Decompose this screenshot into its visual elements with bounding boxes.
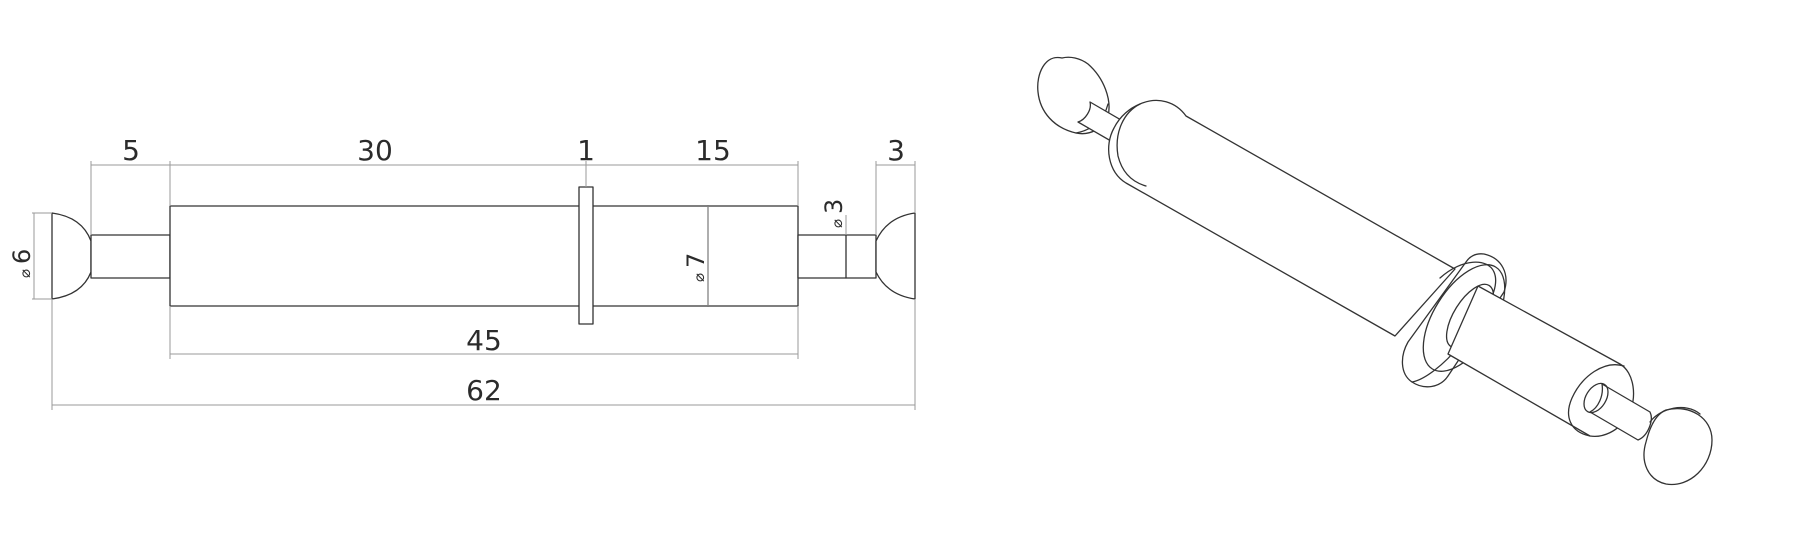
dim-3: 3 — [887, 134, 905, 167]
dimension-lines — [32, 161, 916, 410]
front-view — [51, 186, 916, 325]
right-stub — [797, 234, 877, 279]
iso-main-cylinder — [1108, 99, 1456, 337]
dim-1: 1 — [577, 134, 595, 167]
collar — [578, 186, 594, 325]
dim-phi-3: 3 — [820, 199, 848, 214]
main-body — [169, 205, 799, 307]
iso-lower-stub — [1589, 383, 1652, 441]
left-head — [51, 212, 92, 300]
dim-phi-7-symbol: ⌀ — [690, 273, 708, 282]
dim-15: 15 — [695, 134, 731, 167]
dim-phi-6-symbol: ⌀ — [16, 269, 34, 278]
left-stub — [90, 234, 171, 279]
dim-phi-3-symbol: ⌀ — [828, 219, 846, 228]
dim-45: 45 — [466, 324, 502, 357]
right-head — [875, 212, 916, 300]
dim-phi-6: 6 — [8, 249, 36, 264]
dim-62: 62 — [466, 374, 502, 407]
dimension-labels: 5 30 1 15 3 45 62 ⌀ 6 ⌀ 7 ⌀ 3 — [8, 134, 905, 407]
iso-lower-head — [1643, 408, 1713, 486]
dim-phi-7: 7 — [682, 253, 710, 268]
dim-5: 5 — [122, 134, 140, 167]
dim-30: 30 — [357, 134, 393, 167]
isometric-view — [1037, 56, 1713, 486]
